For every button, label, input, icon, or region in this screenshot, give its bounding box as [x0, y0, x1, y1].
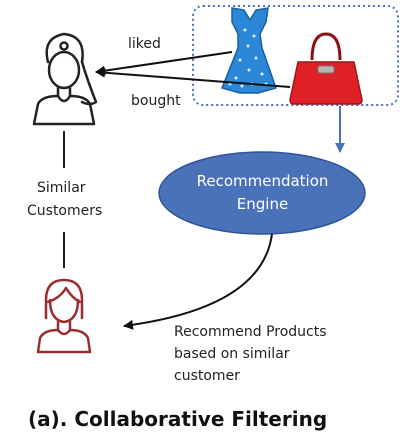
engine-label-line2: Engine — [236, 195, 289, 213]
recommend-edge — [123, 233, 273, 330]
products-box — [192, 5, 399, 106]
recommendation-engine-node — [158, 151, 366, 235]
recommend-label-line1: Recommend Products — [174, 324, 327, 340]
recommend-label-line3: customer — [174, 368, 240, 384]
engine-label-line1: Recommendation — [196, 172, 329, 190]
liked-edge — [95, 51, 233, 76]
liked-label: liked — [128, 36, 161, 52]
handbag-icon — [289, 32, 363, 105]
diagram-caption: (a). Collaborative Filtering — [28, 407, 328, 431]
customers-label: Customers — [27, 203, 103, 219]
similar-label: Similar — [37, 180, 86, 196]
recommend-label-line2: based on similar — [174, 346, 290, 362]
bought-label: bought — [131, 93, 181, 109]
dress-icon — [220, 7, 277, 94]
bought-edge — [95, 67, 291, 88]
woman-customer-icon — [32, 32, 98, 126]
woman-target-customer-icon — [36, 278, 92, 354]
